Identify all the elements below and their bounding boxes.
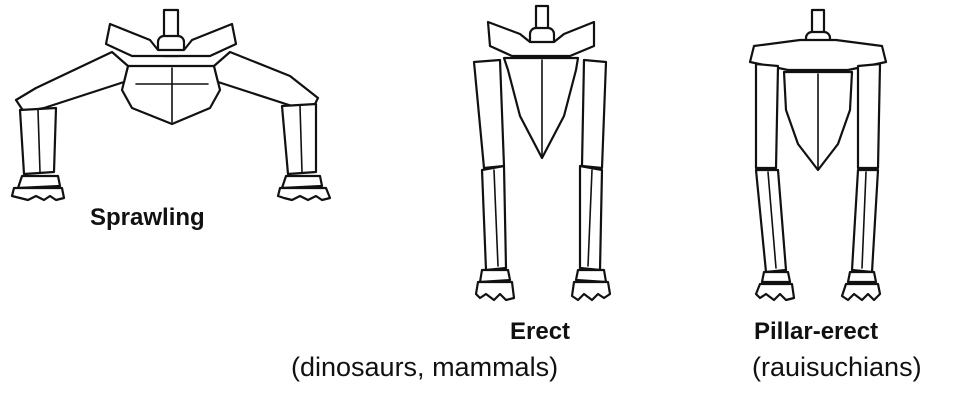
erect-right-ankle — [576, 270, 606, 282]
pillar-erect-label: Pillar-erect — [754, 318, 878, 346]
sprawling-skeleton — [12, 10, 330, 200]
pillar-left-ankle — [762, 272, 790, 282]
sprawling-label: Sprawling — [90, 204, 205, 232]
pillar-left-foot — [756, 284, 794, 300]
erect-left-foot — [476, 282, 514, 300]
pillar-right-foot — [842, 284, 880, 300]
sprawling-right-femur — [214, 52, 318, 110]
sprawling-pelvis — [122, 66, 220, 124]
pillar-erect-sublabel: (rauisuchians) — [752, 352, 922, 383]
pillar-left-tibia — [756, 170, 786, 272]
erect-skeleton — [474, 6, 610, 300]
sprawling-left-femur — [16, 52, 128, 112]
sprawling-right-ankle — [282, 176, 322, 188]
erect-left-femur — [474, 60, 504, 168]
pillar-right-femur — [858, 64, 880, 168]
erect-pelvis — [504, 58, 578, 158]
pillar-skeleton — [750, 10, 886, 300]
sprawling-right-foot — [278, 188, 330, 200]
erect-label: Erect — [510, 318, 570, 346]
sprawling-right-tibia — [282, 104, 316, 174]
pillar-left-femur — [756, 64, 778, 168]
pillar-right-ankle — [848, 272, 876, 282]
erect-left-ankle — [480, 270, 510, 282]
sprawling-left-ankle — [18, 176, 60, 188]
erect-right-foot — [572, 282, 610, 300]
erect-sublabel: (dinosaurs, mammals) — [291, 352, 558, 383]
erect-right-femur — [582, 60, 606, 168]
sprawling-left-foot — [12, 188, 64, 200]
